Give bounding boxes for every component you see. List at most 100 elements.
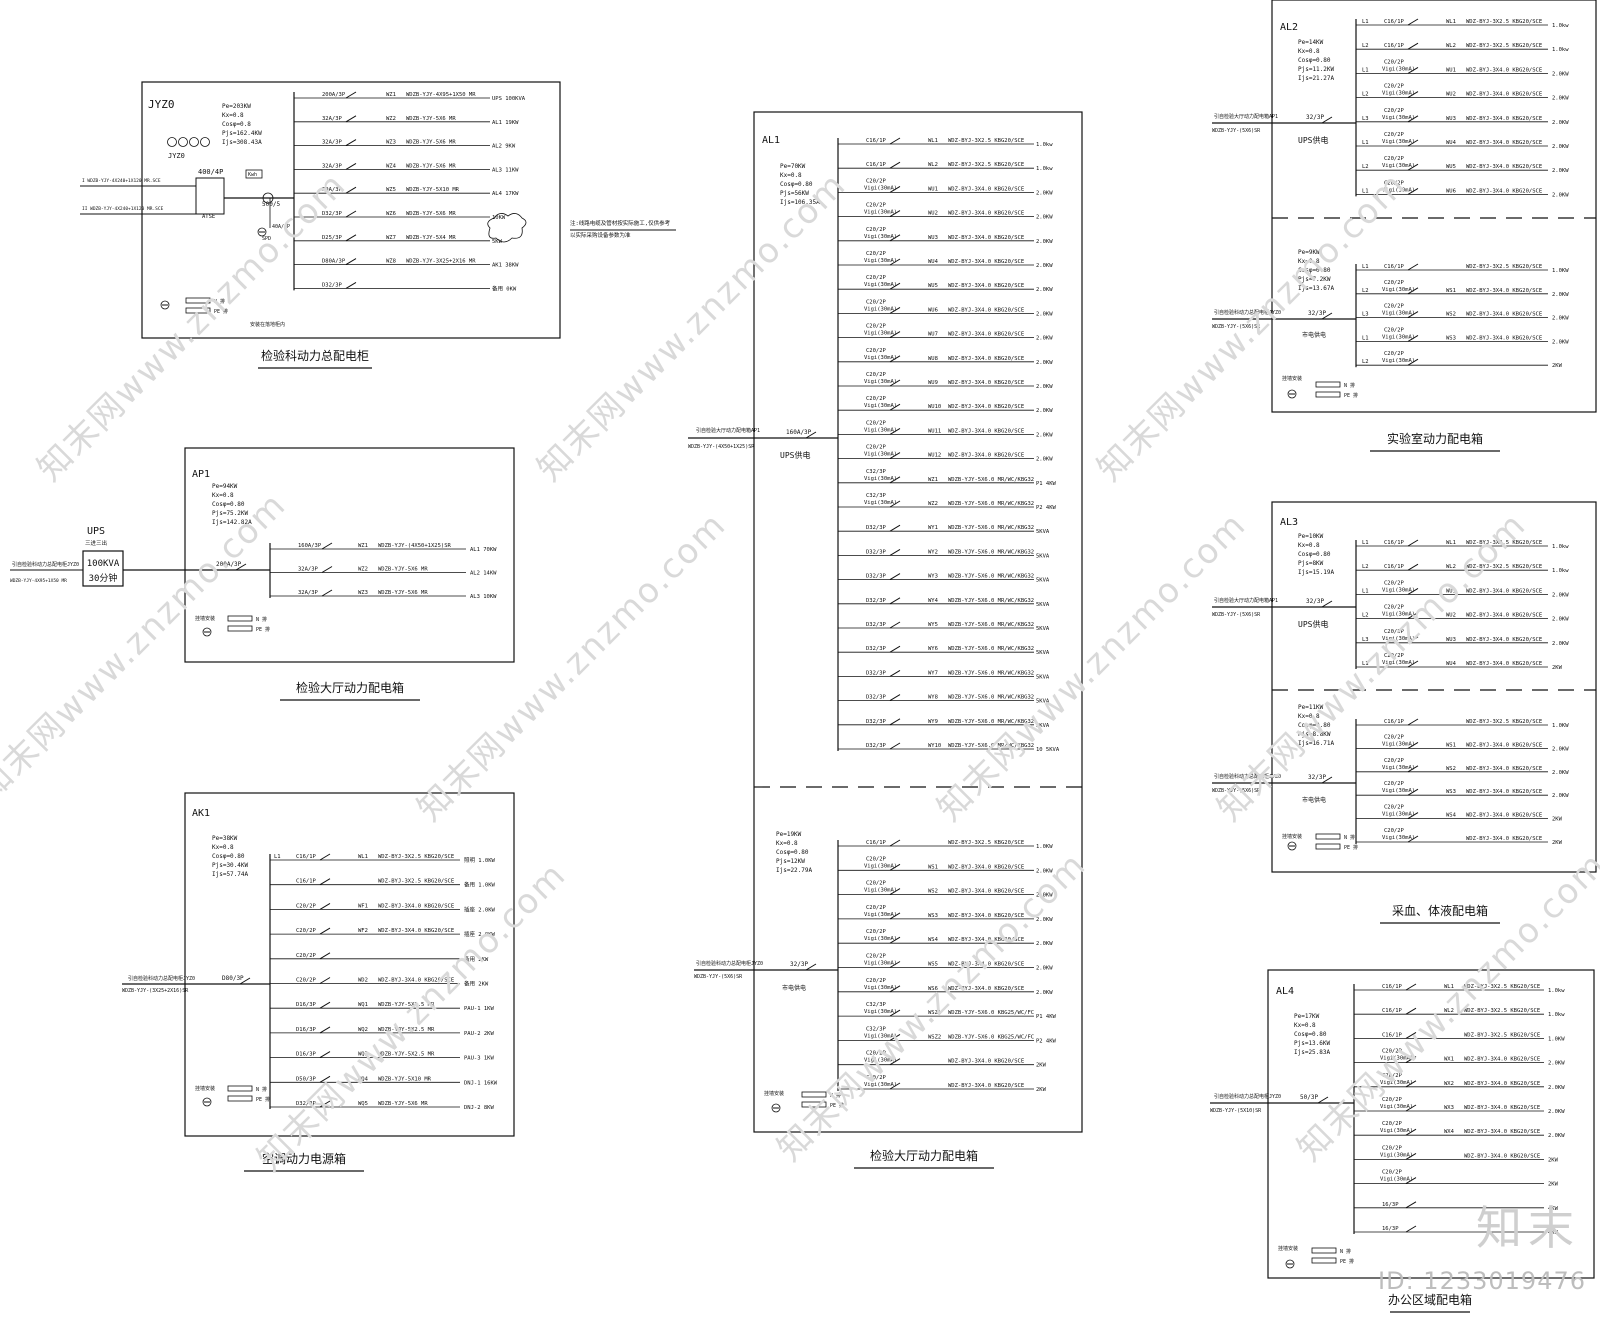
al2-lower-param: Kx=0.8	[1298, 258, 1320, 265]
al3-lower-source-label: 市电供电	[1302, 796, 1326, 804]
al4-breaker: C20/2P	[1382, 1145, 1403, 1151]
al2-upper-param: Cosφ=0.80	[1298, 57, 1331, 64]
al2-main-breaker: 32/3P	[1306, 114, 1324, 121]
al3-lower-cable: WDZ-BYJ-3X4.0 KBG20/SCE	[1466, 742, 1542, 748]
al1-upper-switch	[889, 234, 901, 242]
al1-upper-loop-id: WU11	[928, 428, 941, 434]
al2-upper-load: 2.0KW	[1552, 71, 1569, 77]
jyz0-breaker: 50A/3P	[322, 187, 343, 193]
al2-lower-cable: WDZ-BYJ-3X4.0 KBG20/SCE	[1466, 312, 1542, 318]
jyz0-meter-label: JYZ0	[168, 152, 185, 160]
al1-lower-rcd: Vigi(30mA)	[864, 1058, 897, 1064]
al1-upper-param: Ijs=106.35A	[780, 199, 820, 206]
ak1-breaker: C16/1P	[296, 879, 317, 885]
al3-lower-loop-id: WS3	[1446, 789, 1456, 795]
al2-upper-phase: L2	[1362, 164, 1369, 170]
al1-lower-load: P1 4KW	[1036, 1014, 1057, 1020]
al2-lower-load: 2.0KW	[1552, 292, 1569, 298]
al4-panel-id: AL4	[1276, 986, 1294, 997]
al2-upper-breaker: C20/2P	[1384, 108, 1405, 114]
al1-upper-rcd: Vigi(30mA)	[864, 306, 897, 312]
al4-load: 2.0KW	[1548, 1061, 1565, 1067]
al3-main-breaker: 32/3P	[1306, 598, 1324, 605]
ak1-phase: L1	[274, 854, 281, 860]
ak1-cable: WDZ-BYJ-3X4.0 KBG20/SCE	[378, 928, 454, 934]
al4-rcd: Vigi(30mA)	[1380, 1128, 1413, 1134]
al2-lower-cable: WDZ-BYJ-3X2.5 KBG20/SCE	[1466, 264, 1542, 270]
ak1-caption: 空调动力电源箱	[262, 1151, 346, 1166]
al2-upper-loop-id: WU3	[1446, 116, 1456, 122]
jyz0-loop-id: WZ5	[386, 187, 396, 193]
al2-upper-load: 1.0kw	[1552, 47, 1569, 53]
al4-pe-label: PE 排	[1340, 1258, 1354, 1265]
image-id-label: ID: 1233019476	[1378, 1267, 1586, 1295]
al1-lower-cable: WDZ-BYJ-3X4.0 KBG20/SCE	[948, 913, 1024, 919]
jyz0-breaker: 32A/3P	[322, 163, 343, 169]
al2-main-switch	[1321, 116, 1333, 124]
al3-lower-cable: WDZ-BYJ-3X4.0 KBG20/SCE	[1466, 813, 1542, 819]
brand-logo: 知末	[1476, 1201, 1580, 1255]
jyz0-loop-id: WZ8	[386, 259, 396, 265]
al1-upper-loop-id: WU10	[928, 404, 941, 410]
al1-upper-loop-id: WZ1	[928, 477, 938, 483]
al2-upper-cable: WDZ-BYJ-3X4.0 KBG20/SCE	[1466, 164, 1542, 170]
al1-lower-load: 2.0KW	[1036, 990, 1053, 996]
jyz0-n-label: N 排	[214, 298, 225, 305]
al1-upper-cable: WDZ-BYJ-3X4.0 KBG20/SCE	[948, 283, 1024, 289]
al1-upper-loop-id: WU2	[928, 211, 938, 217]
ak1-loop-id: WQ1	[358, 1002, 368, 1008]
al3-lower-param: Kx=0.8	[1298, 713, 1320, 720]
al1-lower-load: 2.0KW	[1036, 868, 1053, 874]
al1-upper-breaker: D32/3P	[866, 695, 887, 701]
al3-lower-loop-id: WS2	[1446, 766, 1456, 772]
al1-upper-breaker: C20/2P	[866, 178, 887, 184]
al3-lower-rcd: Vigi(30mA)	[1382, 835, 1415, 841]
al3-lower-param: Cosφ=0.80	[1298, 722, 1331, 729]
al1-upper-cable: WDZB-YJY-5X6.0 MR/WC/KBG32	[948, 743, 1034, 749]
al1-upper-cable: WDZ-BYJ-3X4.0 KBG20/SCE	[948, 380, 1024, 386]
al1-upper-breaker: C20/2P	[866, 227, 887, 233]
jyz0-note: 安装在落地柜内	[250, 321, 285, 328]
al2-lower-rcd: Vigi(30mA)	[1382, 358, 1415, 364]
al2-lower-breaker: C20/2P	[1384, 351, 1405, 357]
al3-lower-breaker: C20/2P	[1384, 734, 1405, 740]
al3-upper-loop-id: WU3	[1446, 637, 1456, 643]
jyz0-spd-label: SPD	[262, 236, 271, 242]
al3-upper-breaker: C20/2P	[1384, 629, 1405, 635]
al4-load: 2KW	[1548, 1157, 1559, 1163]
al2-lower-loop-id: WS1	[1446, 288, 1456, 294]
al1-lower-loop-id: WS6	[928, 986, 938, 992]
al1-upper-switch	[889, 355, 901, 363]
jyz0-cable: WDZB-YJY-5X10 MR	[406, 187, 460, 193]
ak1-switch	[319, 902, 331, 910]
al2-upper-switch	[1407, 91, 1419, 99]
al1-upper-load: 5KVA	[1036, 674, 1050, 680]
al2-upper-phase: L2	[1362, 92, 1369, 98]
al2-pe-busbar	[1315, 391, 1341, 398]
jyz0-kwh-label: Kwh	[248, 172, 257, 178]
al4-switch	[1405, 1031, 1417, 1039]
al3-upper-breaker: C20/2P	[1384, 605, 1405, 611]
al1-lower-cable: WDZ-BYJ-3X4.0 KBG20/SCE	[948, 962, 1024, 968]
al2-lower-param: Cosφ=0.80	[1298, 267, 1331, 274]
jyz0-loop-id: WZ4	[386, 163, 397, 169]
al2-upper-breaker: C16/1P	[1384, 43, 1405, 49]
al1-upper-cable: WDZB-YJY-5X6.0 MR/WC/KBG32	[948, 622, 1034, 628]
al3-lower-main-switch	[1321, 776, 1333, 784]
ap1-cable: WDZB-YJY-(4X50+1X25)SR	[378, 543, 452, 549]
ak1-incoming-cable: WDZB-YJY-(3X25+2X16)SR	[122, 988, 189, 994]
al3-lower-switch	[1407, 765, 1419, 773]
jyz0-param: Cosφ=0.8	[222, 121, 251, 128]
al2-lower-switch	[1407, 358, 1419, 366]
al1-upper-rcd: Vigi(30mA)	[864, 403, 897, 409]
al3-upper-switch	[1407, 563, 1419, 571]
al3-lower-incoming-source: 引自检验科动力总配电柜JYZ0	[1214, 773, 1281, 780]
al1-upper-load: 2.0KW	[1036, 311, 1053, 317]
ap1-breaker: 160A/3P	[298, 543, 322, 549]
jyz0-load: AL4 17KW	[492, 191, 519, 197]
al1-source-label: UPS供电	[780, 450, 810, 460]
al2-lower-phase: L1	[1362, 264, 1369, 270]
meter-icon	[189, 137, 199, 147]
al1-upper-loop-id: WU8	[928, 356, 938, 362]
